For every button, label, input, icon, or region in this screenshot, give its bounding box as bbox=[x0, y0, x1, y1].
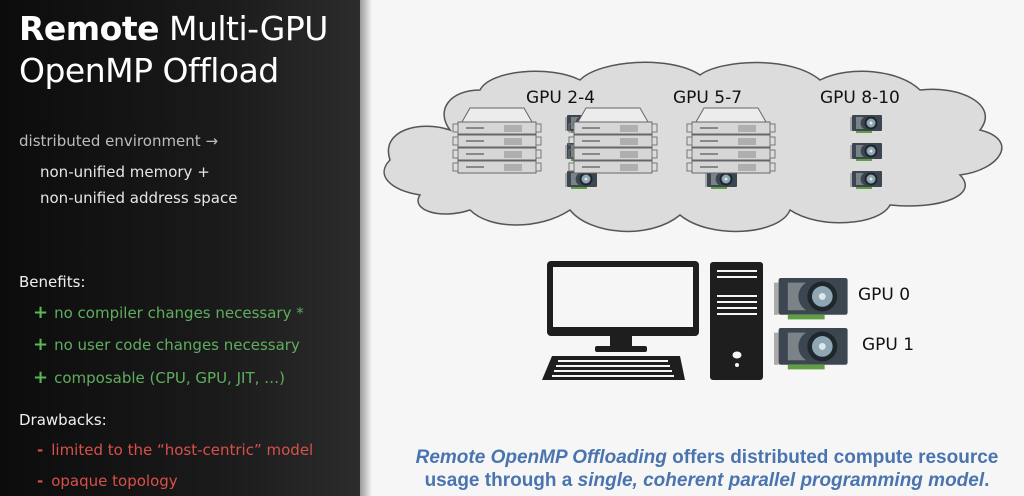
gpu-card-icon bbox=[850, 143, 882, 161]
slide-title: Remote Multi-GPU OpenMP Offload bbox=[19, 8, 328, 92]
summary-caption: Remote OpenMP Offloading offers distribu… bbox=[390, 446, 1024, 492]
plus-icon: + bbox=[33, 334, 49, 355]
title-rest: Multi-GPU bbox=[159, 9, 328, 48]
server-rack-icon bbox=[568, 107, 658, 174]
benefit-text: no user code changes necessary bbox=[54, 336, 300, 354]
local-gpu-label: GPU 0 bbox=[858, 285, 910, 305]
plus-icon: + bbox=[33, 302, 49, 323]
gpu-card-icon bbox=[774, 278, 848, 320]
drawback-item: -opaque topology bbox=[37, 472, 178, 490]
environment-item: non-unified memory + bbox=[40, 163, 210, 181]
server-rack-icon bbox=[686, 107, 776, 174]
benefit-item: + composable (CPU, GPU, JIT, …) bbox=[33, 367, 285, 388]
drawbacks-heading: Drawbacks: bbox=[19, 411, 107, 429]
title-bold: Remote bbox=[19, 9, 160, 48]
server-group-1: GPU 2-4 bbox=[452, 88, 597, 189]
server-group-3: GPU 8-10 bbox=[686, 88, 900, 189]
architecture-diagram: GPU 2-4 GPU 5-7 GPU 8-10 bbox=[383, 61, 1003, 380]
panel-shadow bbox=[360, 0, 372, 496]
server-group-2: GPU 5-7 bbox=[568, 88, 742, 189]
gpu-group-label: GPU 2-4 bbox=[526, 88, 595, 108]
minus-icon: - bbox=[37, 472, 44, 490]
benefit-text: no compiler changes necessary * bbox=[54, 304, 304, 322]
left-panel: Remote Multi-GPU OpenMP Offload distribu… bbox=[0, 0, 360, 496]
title-line2: OpenMP Offload bbox=[19, 51, 279, 90]
plus-icon: + bbox=[33, 367, 49, 388]
desktop-computer-icon bbox=[542, 261, 763, 380]
environment-lead: distributed environment → bbox=[19, 132, 219, 150]
gpu-group-label: GPU 5-7 bbox=[673, 88, 742, 108]
gpu-card-icon bbox=[565, 171, 597, 189]
gpu-card-icon bbox=[850, 115, 882, 133]
caption-emphasis: Remote OpenMP Offloading bbox=[415, 447, 667, 468]
drawback-text: limited to the “host-centric” model bbox=[51, 441, 314, 459]
benefit-item: + no compiler changes necessary * bbox=[33, 302, 304, 323]
minus-icon: - bbox=[37, 441, 44, 459]
server-rack-icon bbox=[452, 107, 542, 174]
gpu-card-icon bbox=[850, 171, 882, 189]
environment-item: non-unified address space bbox=[40, 189, 238, 207]
gpu-card-icon bbox=[774, 328, 848, 370]
drawback-item: -limited to the “host-centric” model bbox=[37, 441, 313, 459]
gpu-group-label: GPU 8-10 bbox=[820, 88, 900, 108]
drawback-text: opaque topology bbox=[51, 472, 178, 490]
caption-text: . bbox=[984, 470, 990, 491]
local-gpu-label: GPU 1 bbox=[862, 335, 914, 355]
gpu-card-icon bbox=[705, 171, 737, 189]
caption-text: offers distributed compute resource usag… bbox=[424, 447, 999, 491]
benefit-text: composable (CPU, GPU, JIT, …) bbox=[54, 369, 285, 387]
benefits-heading: Benefits: bbox=[19, 273, 86, 291]
benefit-item: + no user code changes necessary bbox=[33, 334, 300, 355]
caption-emphasis: single, coherent parallel programming mo… bbox=[577, 470, 985, 491]
